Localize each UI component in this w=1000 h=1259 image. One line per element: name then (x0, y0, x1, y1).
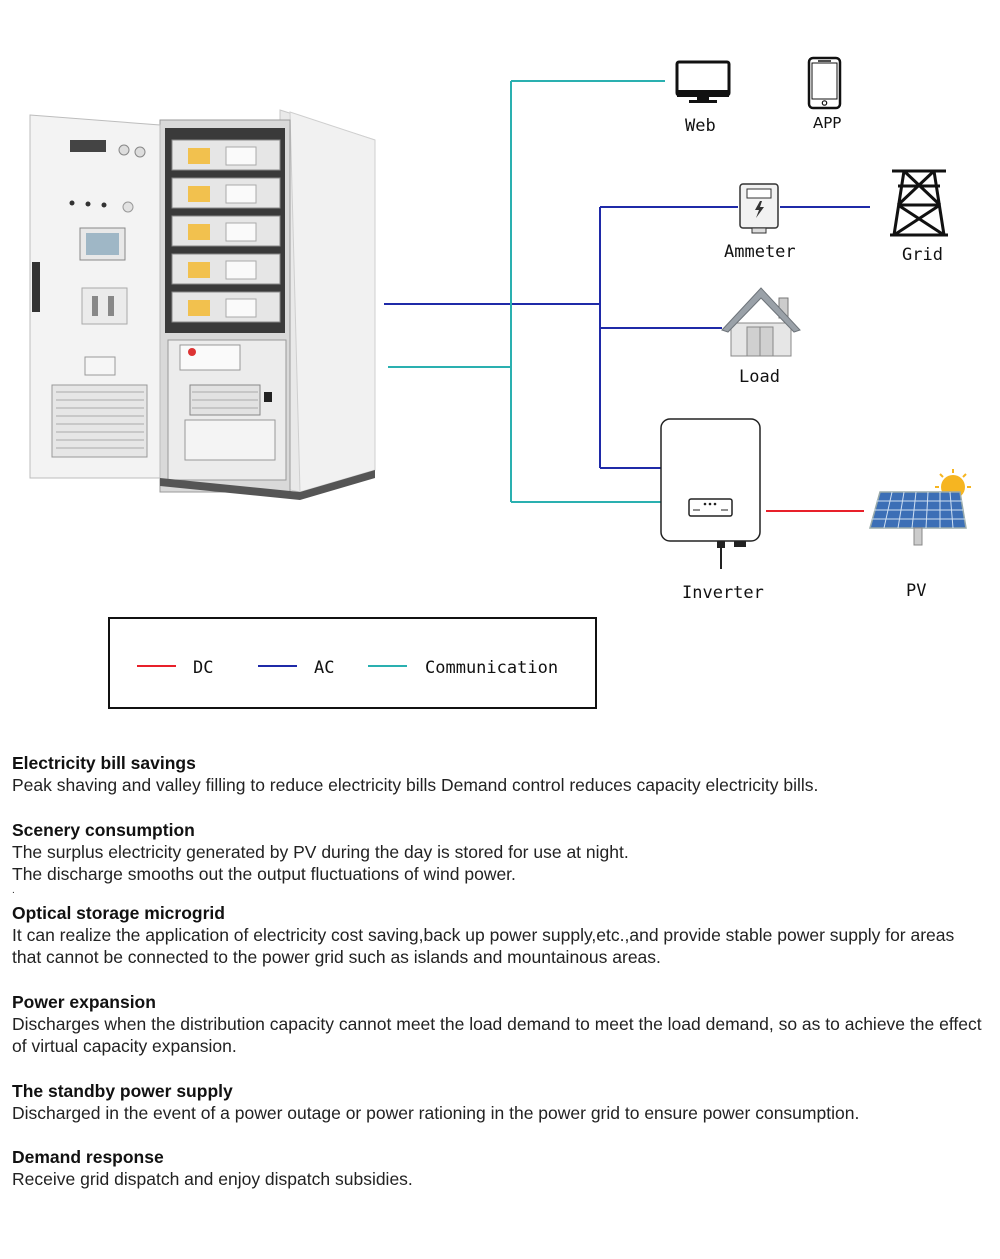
ac-lines (384, 206, 870, 469)
section-title: Demand response (12, 1147, 164, 1167)
section-text: The surplus electricity generated by PV … (12, 841, 629, 862)
section-scenery-consumption: Scenery consumption The surplus electric… (12, 819, 982, 896)
section-text: The discharge smooths out the output flu… (12, 864, 516, 884)
section-title: Scenery consumption (12, 819, 195, 840)
legend-communication-label: Communication (425, 658, 558, 678)
ammeter-icon (739, 183, 779, 234)
section-text: It can realize the application of electr… (12, 924, 955, 968)
monitor-icon (675, 60, 731, 103)
house-icon (721, 287, 801, 357)
phone-icon (807, 56, 842, 110)
grid-label: Grid (902, 245, 943, 265)
section-demand-response: Demand response Receive grid dispatch an… (12, 1146, 982, 1191)
section-optical-storage-microgrid: Optical storage microgrid It can realize… (12, 902, 982, 969)
legend-ac-label: AC (314, 658, 334, 678)
communication-lines (388, 80, 665, 503)
section-title: Electricity bill savings (12, 753, 196, 773)
ammeter-label: Ammeter (724, 242, 796, 262)
pv-label: PV (906, 581, 926, 601)
web-label: Web (685, 116, 716, 136)
inverter-label: Inverter (682, 583, 764, 603)
section-trailing-dot: . (12, 884, 15, 896)
section-title: Power expansion (12, 991, 156, 1012)
load-label: Load (739, 367, 780, 387)
power-tower-icon (890, 169, 948, 237)
section-title: Optical storage microgrid (12, 902, 225, 923)
section-text: Discharges when the distribution capacit… (12, 1013, 982, 1057)
section-text: Discharged in the event of a power outag… (12, 1102, 860, 1123)
section-text: Receive grid dispatch and enjoy dispatch… (12, 1169, 413, 1189)
system-diagram: Web APP Ammeter Grid Load (29, 56, 971, 709)
section-power-expansion: Power expansion Discharges when the dist… (12, 991, 982, 1058)
section-title: The standby power supply (12, 1080, 233, 1101)
feature-sections: Electricity bill savings Peak shaving an… (12, 752, 982, 1213)
legend-dc-label: DC (193, 658, 213, 678)
battery-modules (171, 139, 281, 323)
section-text: Peak shaving and valley filling to reduc… (12, 775, 819, 795)
section-electricity-bill-savings: Electricity bill savings Peak shaving an… (12, 752, 982, 797)
app-label: APP (813, 114, 841, 132)
legend: DC AC Communication (108, 617, 597, 709)
inverter-icon (660, 418, 761, 569)
storage-cabinet (29, 109, 376, 500)
section-standby-power-supply: The standby power supply Discharged in t… (12, 1080, 982, 1125)
solar-panel-icon (869, 469, 971, 546)
